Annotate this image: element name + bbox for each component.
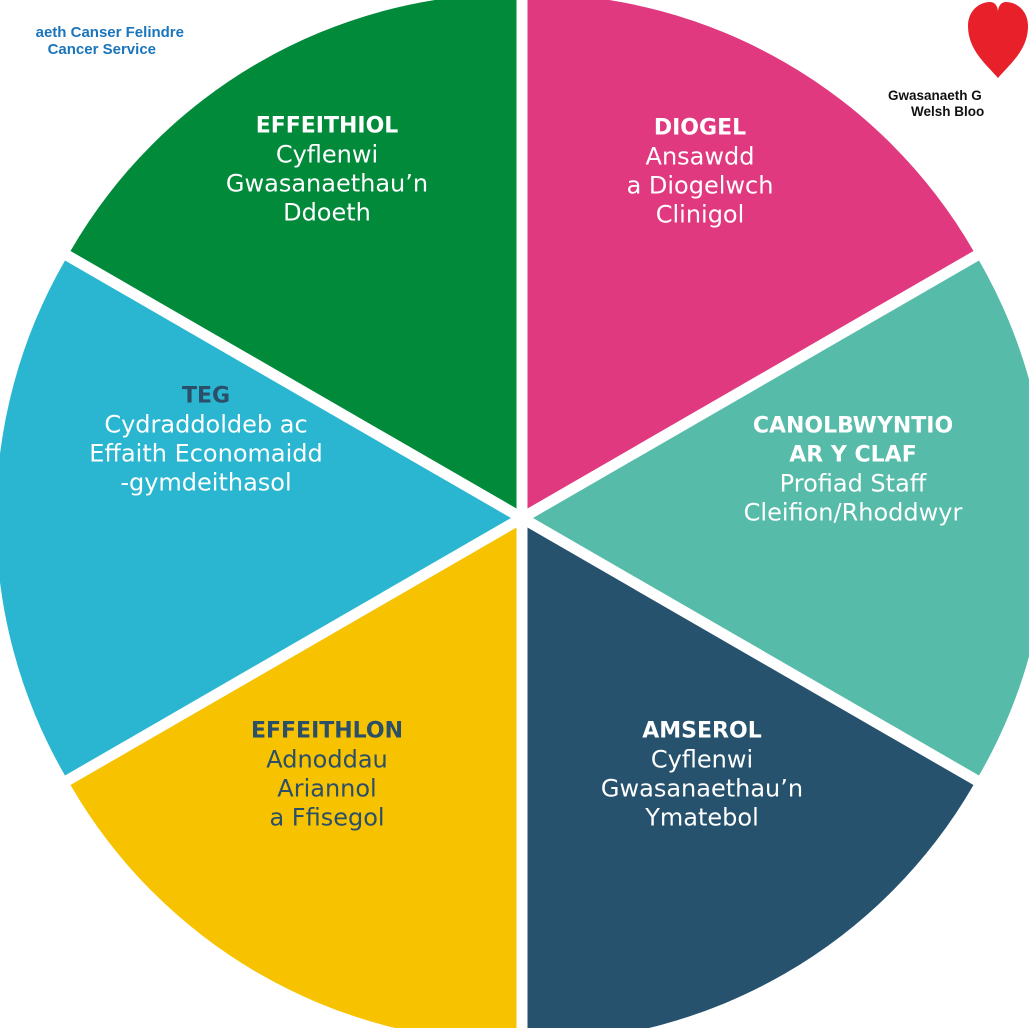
segment-description: Cyflenwi xyxy=(276,141,378,169)
logo-left-line1: aeth Canser Felindre xyxy=(35,24,184,41)
segment-description: Adnoddau xyxy=(266,746,388,774)
segment-title: DIOGEL xyxy=(654,116,746,141)
segment-effeithlon xyxy=(70,527,517,1028)
segment-description: a Ffisegol xyxy=(269,804,384,832)
segment-diogel xyxy=(527,0,974,509)
segment-description: Ymatebol xyxy=(644,804,759,832)
logo-right-line2: Welsh Bloo xyxy=(911,104,985,119)
segment-description: a Diogelwch xyxy=(627,172,774,200)
segment-teg xyxy=(0,260,511,776)
segment-description: Profiad Staff xyxy=(780,470,927,498)
segment-description: Cydraddoldeb ac xyxy=(104,411,307,439)
logo-left-line2: Cancer Service xyxy=(47,41,156,58)
segment-description: Gwasanaethau’n xyxy=(226,170,428,198)
segment-title: CANOLBWYNTIO xyxy=(753,414,953,439)
segment-description: Cyflenwi xyxy=(651,746,753,774)
segment-title: AR Y CLAF xyxy=(789,443,916,468)
segment-description: Effaith Economaidd xyxy=(89,440,322,468)
segment-description: Ansawdd xyxy=(646,143,755,171)
segment-title: AMSEROL xyxy=(642,719,761,744)
logo-right-line1: Gwasanaeth G xyxy=(888,88,982,103)
segment-description: Ariannol xyxy=(277,775,376,803)
segment-title: EFFEITHIOL xyxy=(256,114,399,139)
segment-description: Cleifion/Rhoddwyr xyxy=(744,499,963,527)
segment-title: EFFEITHLON xyxy=(251,719,403,744)
segment-effeithiol xyxy=(70,0,517,509)
segment-description: Ddoeth xyxy=(283,199,371,227)
segment-amserol xyxy=(527,527,974,1028)
segment-canolbwyntio xyxy=(533,260,1029,776)
welsh-blood-service-logo: Gwasanaeth G Welsh Bloo xyxy=(880,0,1029,130)
segment-title: TEG xyxy=(182,384,230,409)
heart-icon xyxy=(968,2,1028,78)
segment-description: Gwasanaethau’n xyxy=(601,775,803,803)
segment-description: Clinigol xyxy=(656,201,745,229)
segment-description: -gymdeithasol xyxy=(120,469,291,497)
